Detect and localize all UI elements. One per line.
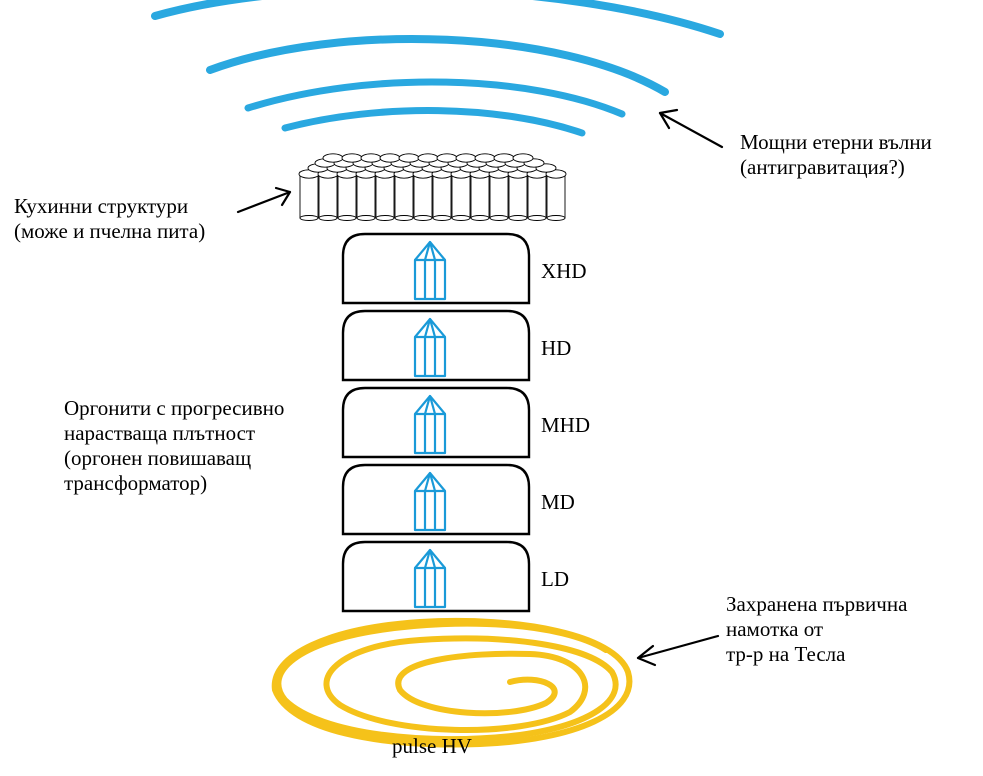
honeycomb-cell-top [493, 153, 515, 163]
honeycomb-cell [451, 171, 471, 221]
waves-label-line-1: Мощни етерни вълни [740, 130, 932, 154]
tesla-primary-coil [271, 617, 633, 748]
honeycomb-structure [298, 153, 567, 221]
honeycomb-cell [527, 171, 547, 221]
honeycomb-cell [508, 171, 528, 221]
density-label: HD [541, 336, 571, 360]
honeycomb-cell [356, 171, 376, 221]
honeycomb-cell [470, 171, 490, 221]
honeycomb-cell-top [341, 153, 363, 163]
etheric-waves [151, 0, 724, 137]
quartz-crystal [413, 394, 447, 455]
orgonite-block: XHD [341, 232, 587, 305]
honeycomb-cell [375, 171, 395, 221]
coil-spiral [275, 620, 619, 743]
arrows [236, 108, 724, 667]
honeycomb-label: Кухинни структури (може и пчелна пита) [14, 194, 205, 244]
quartz-crystal [413, 240, 447, 301]
wave-3 [244, 78, 626, 118]
honeycomb-cell [299, 171, 319, 221]
orgonite-label: Оргонити с прогресивно нарастваща плътно… [64, 396, 284, 496]
honeycomb-cell-top [436, 153, 458, 163]
wave-1 [151, 0, 724, 38]
orgonite-block: LD [341, 540, 569, 613]
honeycomb-cell [489, 171, 509, 221]
coil-label-line-1: Захранена първична [726, 592, 908, 616]
orgonite-block: HD [341, 309, 571, 382]
honeycomb-cell-top [417, 153, 439, 163]
honeycomb-cell-top [322, 153, 344, 163]
coil-label: Захранена първична намотка от тр-р на Те… [726, 592, 907, 667]
honeycomb-cell [413, 171, 433, 221]
wave-2 [206, 35, 669, 96]
orgonite-block: MD [341, 463, 575, 536]
density-label: MHD [541, 413, 590, 437]
arrow-waves [658, 108, 724, 149]
waves-label: Мощни етерни вълни (антигравитация?) [740, 130, 932, 180]
coil-label-line-2: намотка от [726, 617, 824, 641]
orgonite-label-line-4: трансформатор) [64, 471, 208, 495]
pulse-label: pulse HV [392, 734, 472, 758]
quartz-crystal [413, 471, 447, 532]
honeycomb-label-line-2: (може и пчелна пита) [14, 219, 206, 243]
coil-outer [271, 617, 633, 748]
orgonite-block: MHD [341, 386, 590, 459]
honeycomb-label-line-1: Кухинни структури [14, 194, 189, 218]
density-label: MD [541, 490, 575, 514]
orgonite-label-line-1: Оргонити с прогресивно [64, 396, 285, 420]
orgonite-stack: XHD HD MHD MD LD [341, 232, 590, 613]
wave-4 [281, 107, 586, 137]
honeycomb-cell-top [512, 153, 534, 163]
coil-label-line-3: тр-р на Тесла [726, 642, 846, 666]
honeycomb-cell [432, 171, 452, 221]
quartz-crystal [413, 317, 447, 378]
orgonite-label-line-2: нарастваща плътност [64, 421, 256, 445]
honeycomb-cell [394, 171, 414, 221]
honeycomb-cell-top [474, 153, 496, 163]
density-label: LD [541, 567, 569, 591]
quartz-crystal [413, 548, 447, 609]
honeycomb-cell-top [455, 153, 477, 163]
orgonite-label-line-3: (оргонен повишаващ [64, 446, 252, 470]
arrow-coil [636, 634, 720, 667]
waves-label-line-2: (антигравитация?) [740, 155, 905, 179]
honeycomb-cell [318, 171, 338, 221]
honeycomb-cell [337, 171, 357, 221]
honeycomb-cell-top [398, 153, 420, 163]
density-label: XHD [541, 259, 587, 283]
honeycomb-cell-top [360, 153, 382, 163]
arrow-honeycomb [236, 186, 292, 214]
honeycomb-cell-top [379, 153, 401, 163]
honeycomb-cell [546, 171, 566, 221]
